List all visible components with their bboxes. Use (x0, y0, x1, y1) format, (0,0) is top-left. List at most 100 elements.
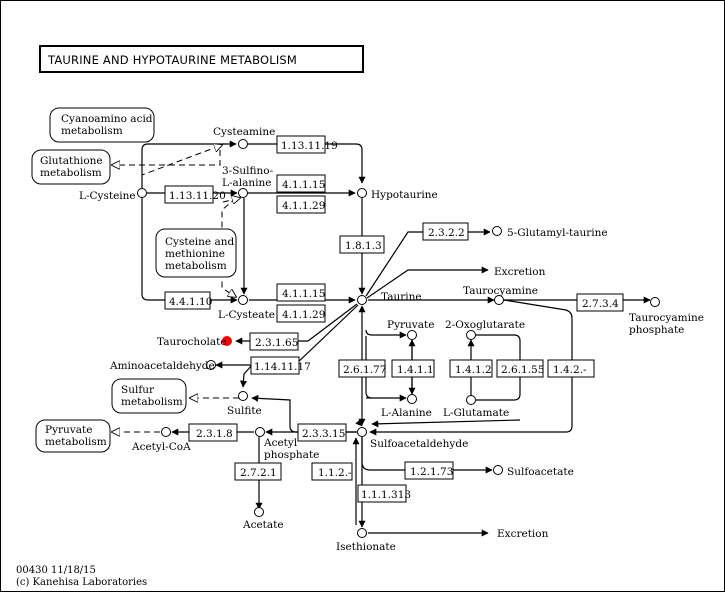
enzyme-label: 2.7.3.4 (582, 298, 619, 310)
enzyme-label: 4.1.1.15 (282, 179, 325, 191)
label-sulfoacetaldehyde: Sulfoacetaldehyde (370, 438, 468, 450)
pathway-label: metabolism (61, 125, 123, 137)
enzyme-4-1-1-29-b[interactable]: 4.1.1.29 (276, 304, 326, 323)
enzyme-2-3-1-65[interactable]: 2.3.1.65 (249, 332, 299, 351)
label-taurine: Taurine (381, 291, 422, 303)
enzyme-label: 1.1.1.313 (361, 489, 411, 501)
compound-sulfoacetate[interactable] (493, 465, 503, 475)
enzyme-1-14-11-17[interactable]: 1.14.11.17 (250, 356, 311, 375)
compound-sulfite[interactable] (238, 391, 248, 401)
compound-taurocyamine-phosphate[interactable] (650, 297, 660, 307)
pathway-box-cyanoamino[interactable]: Cyanoamino acid metabolism (49, 107, 155, 143)
enzyme-2-3-3-15[interactable]: 2.3.3.15 (297, 423, 347, 442)
enzyme-label: 2.3.2.2 (428, 227, 465, 239)
pathway-box-sulfur[interactable]: Sulfur metabolism (111, 378, 187, 414)
enzyme-1-1-2[interactable]: 1.1.2.- (311, 462, 353, 481)
enzyme-label: 1.13.11.19 (281, 140, 338, 152)
enzyme-1-13-11-19[interactable]: 1.13.11.19 (276, 135, 338, 154)
compound-acetate[interactable] (254, 507, 264, 517)
pathway-label: metabolism (121, 396, 183, 408)
enzyme-1-4-1-1[interactable]: 1.4.1.1 (391, 359, 435, 378)
compound-acetyl-coa[interactable] (161, 427, 171, 437)
enzyme-1-13-11-20[interactable]: 1.13.11.20 (164, 185, 226, 204)
compound-sulfoacetaldehyde[interactable] (357, 427, 367, 437)
map-title: TAURINE AND HYPOTAURINE METABOLISM (47, 53, 297, 67)
footer-code: 00430 11/18/15 (16, 565, 96, 576)
enzyme-2-3-1-8[interactable]: 2.3.1.8 (188, 423, 238, 442)
enzyme-4-1-1-29-a[interactable]: 4.1.1.29 (276, 195, 326, 214)
enzyme-4-1-1-15-a[interactable]: 4.1.1.15 (276, 174, 326, 193)
pathway-box-cysteine-methionine[interactable]: Cysteine and methionine metabolism (155, 228, 237, 278)
compound-l-alanine[interactable] (407, 394, 417, 404)
enzyme-2-6-1-77[interactable]: 2.6.1.77 (338, 359, 386, 378)
pathway-label: Cyanoamino acid (61, 113, 153, 125)
compound-pyruvate[interactable] (407, 330, 417, 340)
enzyme-1-4-2[interactable]: 1.4.2.- (547, 359, 595, 378)
compound-taurocyamine[interactable] (494, 295, 504, 305)
label-pyruvate: Pyruvate (387, 319, 434, 331)
pathway-box-pyruvate[interactable]: Pyruvate metabolism (35, 419, 111, 453)
enzyme-label: 2.7.2.1 (240, 467, 277, 479)
enzyme-label: 4.4.1.10 (169, 296, 212, 308)
label-excretion-bottom: Excretion (497, 528, 549, 540)
compound-hypotaurine[interactable] (357, 188, 367, 198)
pathway-label: metabolism (165, 260, 227, 272)
compound-isethionate[interactable] (357, 528, 367, 538)
enzyme-1-1-1-313[interactable]: 1.1.1.313 (357, 484, 411, 503)
label-glutamyl-taurine: 5-Glutamyl-taurine (507, 227, 608, 239)
compound-l-glutamate[interactable] (466, 395, 476, 405)
compound-aminoacetaldehyde[interactable] (206, 360, 216, 370)
enzyme-label: 4.1.1.29 (282, 200, 325, 212)
enzyme-1-2-1-73[interactable]: 1.2.1.73 (404, 461, 454, 480)
enzyme-2-6-1-55[interactable]: 2.6.1.55 (496, 359, 544, 378)
label-aminoacetaldehyde: Aminoacetaldehyde (109, 360, 215, 372)
compound-l-cysteine[interactable] (137, 188, 147, 198)
label-sulfite: Sulfite (227, 405, 262, 417)
label-l-cysteate: L-Cysteate (218, 309, 275, 321)
label-cysteamine: Cysteamine (213, 126, 275, 138)
enzyme-label: 1.2.1.73 (410, 466, 453, 478)
pathway-label: methionine (165, 248, 225, 260)
enzyme-label: 1.14.11.17 (254, 361, 311, 373)
label-l-glutamate: L-Glutamate (443, 407, 509, 419)
compound-labels: Cysteamine 3-Sulfino- L-alanine L-Cystei… (79, 126, 704, 553)
enzyme-4-4-1-10[interactable]: 4.4.1.10 (164, 291, 212, 310)
label-acetyl-coa: Acetyl-CoA (131, 441, 191, 453)
compound-nodes (137, 139, 660, 538)
enzyme-label: 2.6.1.77 (343, 364, 386, 376)
enzyme-2-7-2-1[interactable]: 2.7.2.1 (234, 462, 282, 481)
compound-acetyl-phosphate[interactable] (255, 427, 265, 437)
enzyme-1-8-1-3[interactable]: 1.8.1.3 (339, 235, 385, 254)
pathway-label: metabolism (45, 436, 107, 448)
pathway-label: Cysteine and (165, 236, 234, 248)
pathway-box-glutathione[interactable]: Glutathione metabolism (31, 149, 111, 185)
title-box (39, 45, 364, 73)
compound-taurine[interactable] (357, 295, 367, 305)
label-taurocyamine-phosphate: phosphate (629, 324, 684, 336)
enzyme-label: 4.1.1.29 (282, 309, 325, 321)
pathway-connectors (112, 145, 240, 432)
enzyme-label: 1.4.1.1 (397, 364, 434, 376)
enzyme-label: 2.3.3.15 (302, 428, 345, 440)
compound-sulfinoalanine[interactable] (238, 188, 248, 198)
compound-cysteamine[interactable] (238, 139, 248, 149)
label-sulfinoalanine: L-alanine (222, 177, 272, 189)
label-acetate: Acetate (242, 519, 284, 531)
enzyme-label: 1.1.2.- (318, 467, 352, 479)
compound-l-cysteate[interactable] (238, 295, 248, 305)
compound-taurocholate[interactable] (222, 336, 232, 346)
enzyme-1-4-1-2[interactable]: 1.4.1.2 (449, 359, 493, 378)
enzyme-4-1-1-15-b[interactable]: 4.1.1.15 (276, 283, 326, 302)
label-sulfoacetate: Sulfoacetate (507, 466, 574, 478)
enzyme-label: 2.6.1.55 (501, 364, 544, 376)
pathway-label: metabolism (40, 167, 102, 179)
label-acetyl-phosphate: phosphate (264, 449, 319, 461)
enzyme-2-7-3-4[interactable]: 2.7.3.4 (576, 293, 624, 312)
enzyme-label: 2.3.1.65 (255, 337, 298, 349)
label-acetyl-phosphate: Acetyl (263, 437, 298, 449)
compound-glutamyl-taurine[interactable] (492, 226, 502, 236)
label-l-alanine: L-Alanine (381, 407, 432, 419)
compound-oxoglutarate[interactable] (466, 330, 476, 340)
enzyme-2-3-2-2[interactable]: 2.3.2.2 (422, 222, 469, 241)
enzyme-label: 2.3.1.8 (196, 428, 233, 440)
